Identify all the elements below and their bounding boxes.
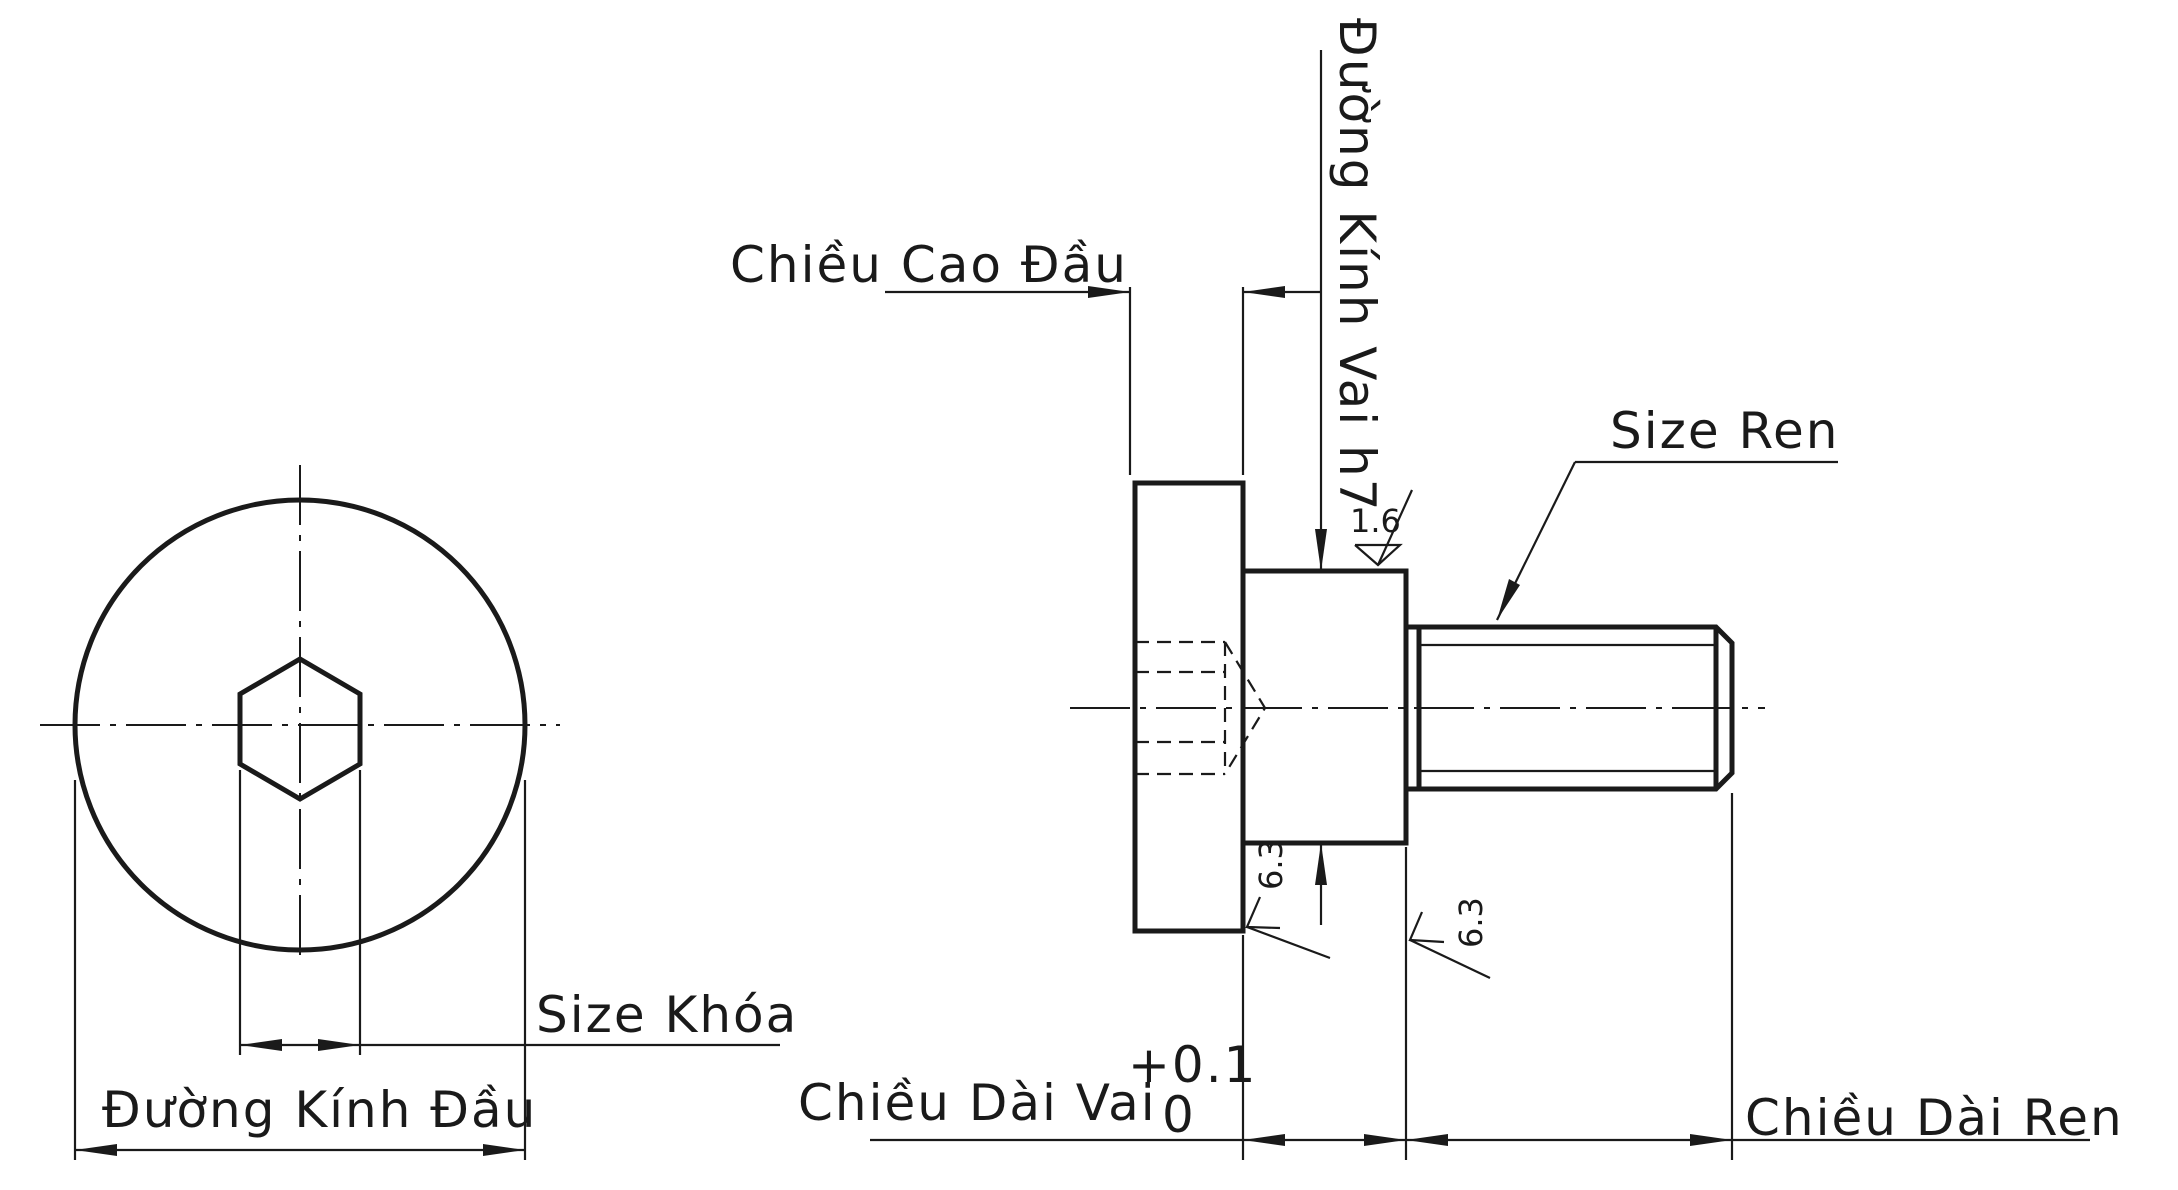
surface-finish-shoulder-value: 6.3 xyxy=(1452,897,1490,948)
surface-finish-shoulder-face xyxy=(1408,911,1491,979)
surface-finish-head-face xyxy=(1245,896,1331,960)
surface-finish-shoulder-top xyxy=(1354,489,1414,567)
key-size-label: Size Khóa xyxy=(536,986,798,1044)
head-diameter-label: Đường Kính Đầu xyxy=(102,1081,537,1139)
surface-finish-head-value: 6.3 xyxy=(1252,839,1290,890)
end-view xyxy=(40,465,780,1160)
shoulder-length-tolerance-lower: 0 xyxy=(1162,1086,1196,1144)
thread-length-label: Chiều Dài Ren xyxy=(1745,1089,2124,1147)
thread-size-label: Size Ren xyxy=(1610,402,1839,460)
side-view xyxy=(870,50,2090,1160)
shoulder-diameter-label: Đường Kính Vai h7 xyxy=(1328,18,1386,513)
shoulder-length-tolerance-upper: +0.1 xyxy=(1128,1036,1257,1094)
surface-finish-1-6-value: 1.6 xyxy=(1350,502,1401,540)
shoulder-length-label: Chiều Dài Vai xyxy=(798,1074,1157,1132)
head-height-label: Chiều Cao Đầu xyxy=(730,236,1128,294)
